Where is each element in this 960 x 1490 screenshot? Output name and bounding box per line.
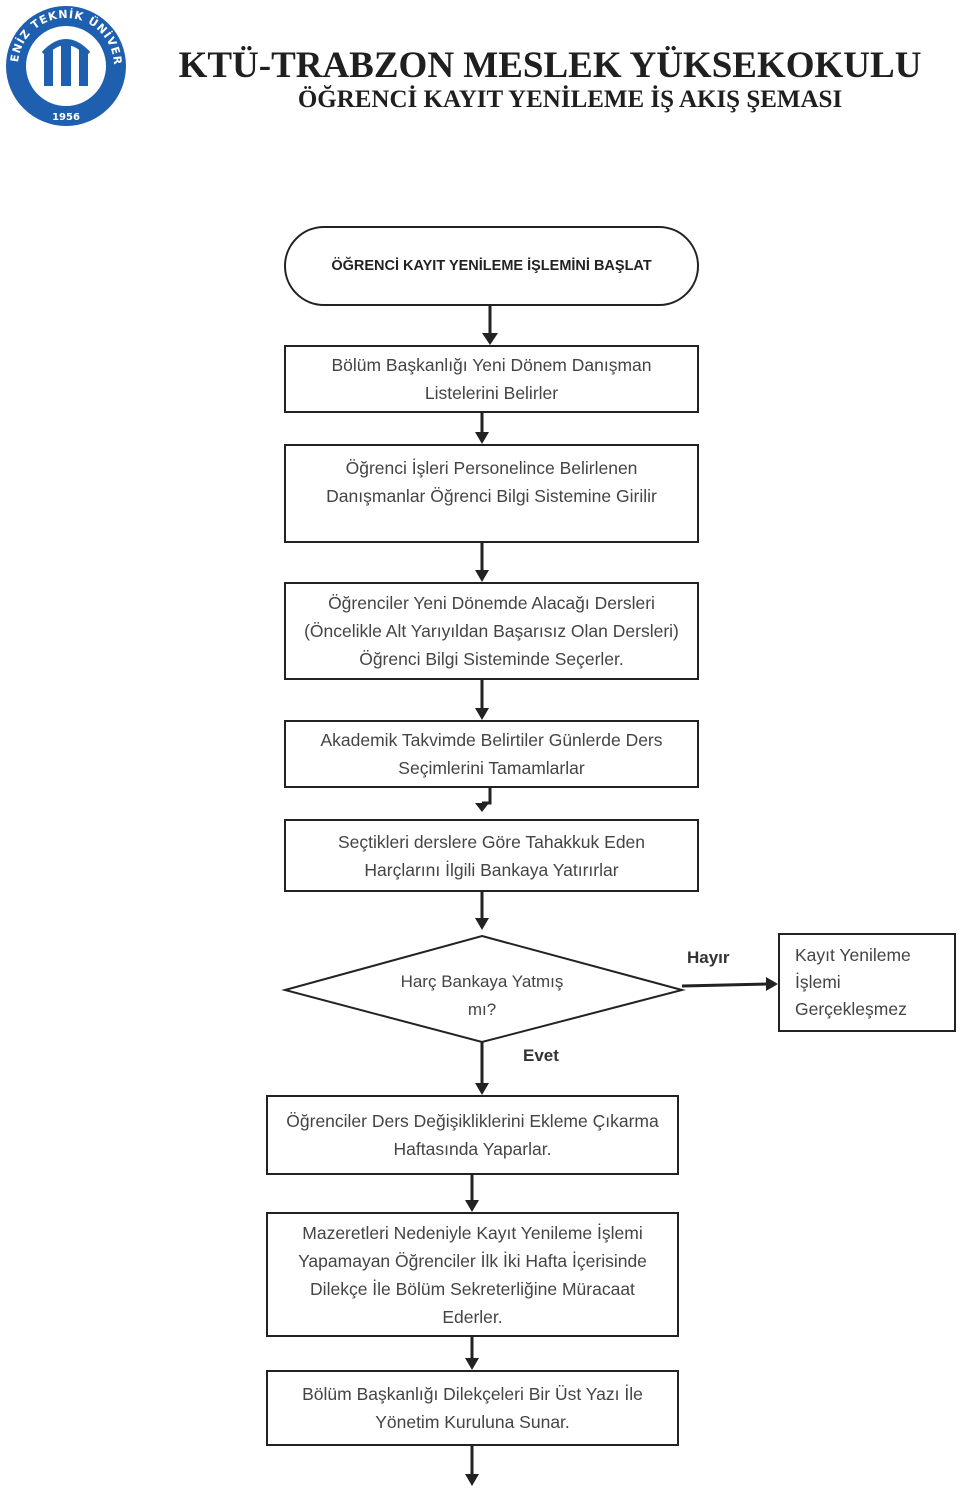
step-course-selection-text: Öğrenciler Yeni Dönemde Alacağı Dersleri… (304, 593, 679, 669)
no-result-box: Kayıt Yenileme İşlemi Gerçekleşmez (778, 933, 956, 1032)
decision-diamond (281, 934, 686, 1044)
step-advisor-entry: Öğrenci İşleri Personelince Belirlenen D… (284, 444, 699, 543)
step-pay-fees-text: Seçtikleri derslere Göre Tahakkuk Eden H… (337, 831, 646, 880)
step-advisor-lists: Bölüm Başkanlığı Yeni Dönem Danışman Lis… (284, 345, 699, 413)
step-complete-selection: Akademik Takvimde Belirtiler Günlerde De… (284, 720, 699, 788)
page-title: KTÜ-TRABZON MESLEK YÜKSEKOKULU (178, 45, 922, 86)
no-label: Hayır (687, 948, 730, 967)
step-submit-board: Bölüm Başkanlığı Dilekçeleri Bir Üst Yaz… (266, 1370, 679, 1446)
step-add-drop: Öğrenciler Ders Değişikliklerini Ekleme … (266, 1095, 679, 1175)
step-advisor-entry-text: Öğrenci İşleri Personelince Belirlenen D… (326, 458, 657, 506)
start-terminator: ÖĞRENCİ KAYIT YENİLEME İŞLEMİNİ BAŞLAT (284, 226, 699, 306)
step-pay-fees: Seçtikleri derslere Göre Tahakkuk Eden H… (284, 819, 699, 892)
decision-text: Harç Bankaya Yatmış mı? (400, 972, 564, 1019)
page-subtitle: ÖĞRENCİ KAYIT YENİLEME İŞ AKIŞ ŞEMASI (297, 86, 843, 113)
step-submit-board-text: Bölüm Başkanlığı Dilekçeleri Bir Üst Yaz… (302, 1384, 643, 1432)
step-late-registration: Mazeretleri Nedeniyle Kayıt Yenileme İşl… (266, 1212, 679, 1337)
step-late-registration-text: Mazeretleri Nedeniyle Kayıt Yenileme İşl… (298, 1222, 647, 1327)
step-course-selection: Öğrenciler Yeni Dönemde Alacağı Dersleri… (284, 582, 699, 680)
logo-year: 1956 (52, 112, 80, 123)
step-advisor-lists-text: Bölüm Başkanlığı Yeni Dönem Danışman Lis… (331, 355, 652, 403)
start-label: ÖĞRENCİ KAYIT YENİLEME İŞLEMİNİ BAŞLAT (331, 258, 652, 274)
step-add-drop-text: Öğrenciler Ders Değişikliklerini Ekleme … (286, 1111, 659, 1159)
university-logo: KARADENİZ TEKNİK ÜNİVERSİTESİ 1956 (4, 4, 126, 126)
no-result-text: Kayıt Yenileme İşlemi Gerçekleşmez (795, 945, 911, 1019)
step-complete-selection-text: Akademik Takvimde Belirtiler Günlerde De… (320, 730, 663, 778)
yes-label: Evet (523, 1046, 559, 1065)
